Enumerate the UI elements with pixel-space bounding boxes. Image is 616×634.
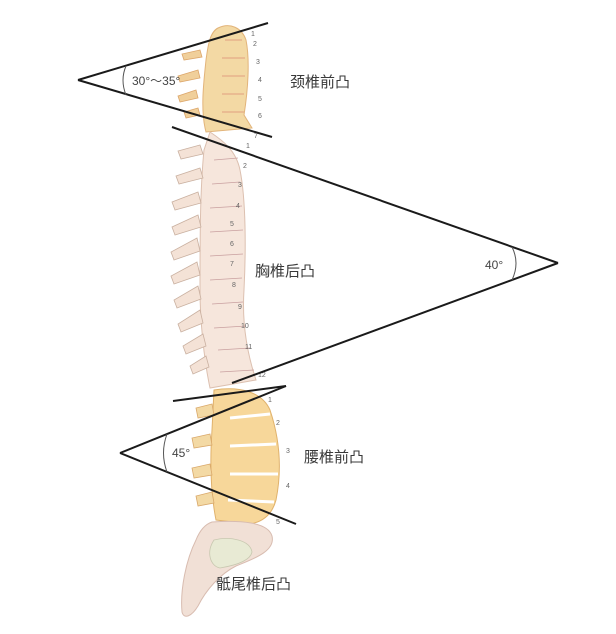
lumbar-angle-value: 45° bbox=[172, 446, 191, 460]
svg-text:2: 2 bbox=[243, 163, 247, 170]
thoracic-vertebrae bbox=[170, 131, 257, 389]
lumbar-lordosis-label: 腰椎前凸 bbox=[304, 448, 365, 466]
cervical-vertebra-numbers: 1 2 3 4 5 6 7 bbox=[251, 31, 262, 140]
svg-text:7: 7 bbox=[254, 133, 258, 140]
sacrococcygeal-bone bbox=[181, 520, 273, 617]
cervical-vertebrae bbox=[177, 25, 253, 133]
svg-text:3: 3 bbox=[238, 182, 242, 189]
svg-text:9: 9 bbox=[238, 304, 242, 311]
svg-text:5: 5 bbox=[230, 221, 234, 228]
svg-text:6: 6 bbox=[258, 113, 262, 120]
lumbar-angle-lines bbox=[119, 385, 297, 525]
thoracic-kyphosis-label: 胸椎后凸 bbox=[255, 262, 316, 280]
svg-text:4: 4 bbox=[236, 203, 240, 210]
cervical-angle-value: 30°～35° bbox=[132, 74, 181, 88]
cervical-lordosis-label: 颈椎前凸 bbox=[290, 73, 351, 91]
svg-text:5: 5 bbox=[276, 519, 280, 526]
svg-text:2: 2 bbox=[276, 420, 280, 427]
svg-text:2: 2 bbox=[253, 41, 257, 48]
thoracic-angle-value: 40° bbox=[485, 258, 504, 272]
svg-text:5: 5 bbox=[258, 96, 262, 103]
thoracic-angle-lines bbox=[171, 126, 559, 384]
svg-text:3: 3 bbox=[286, 448, 290, 455]
svg-text:6: 6 bbox=[230, 241, 234, 248]
svg-text:1: 1 bbox=[268, 397, 272, 404]
cervical-angle-lines bbox=[77, 22, 273, 138]
svg-text:1: 1 bbox=[251, 31, 255, 38]
svg-text:10: 10 bbox=[241, 323, 249, 330]
svg-text:3: 3 bbox=[256, 59, 260, 66]
lumbar-vertebra-numbers: 1 2 3 4 5 bbox=[268, 397, 290, 526]
lumbar-vertebrae bbox=[191, 388, 280, 525]
svg-text:1: 1 bbox=[246, 143, 250, 150]
svg-text:8: 8 bbox=[232, 282, 236, 289]
svg-text:4: 4 bbox=[286, 483, 290, 490]
svg-text:7: 7 bbox=[230, 261, 234, 268]
svg-text:4: 4 bbox=[258, 77, 262, 84]
sacrococcygeal-kyphosis-label: 骶尾椎后凸 bbox=[216, 575, 292, 593]
svg-text:11: 11 bbox=[245, 344, 252, 351]
svg-text:12: 12 bbox=[258, 372, 266, 379]
